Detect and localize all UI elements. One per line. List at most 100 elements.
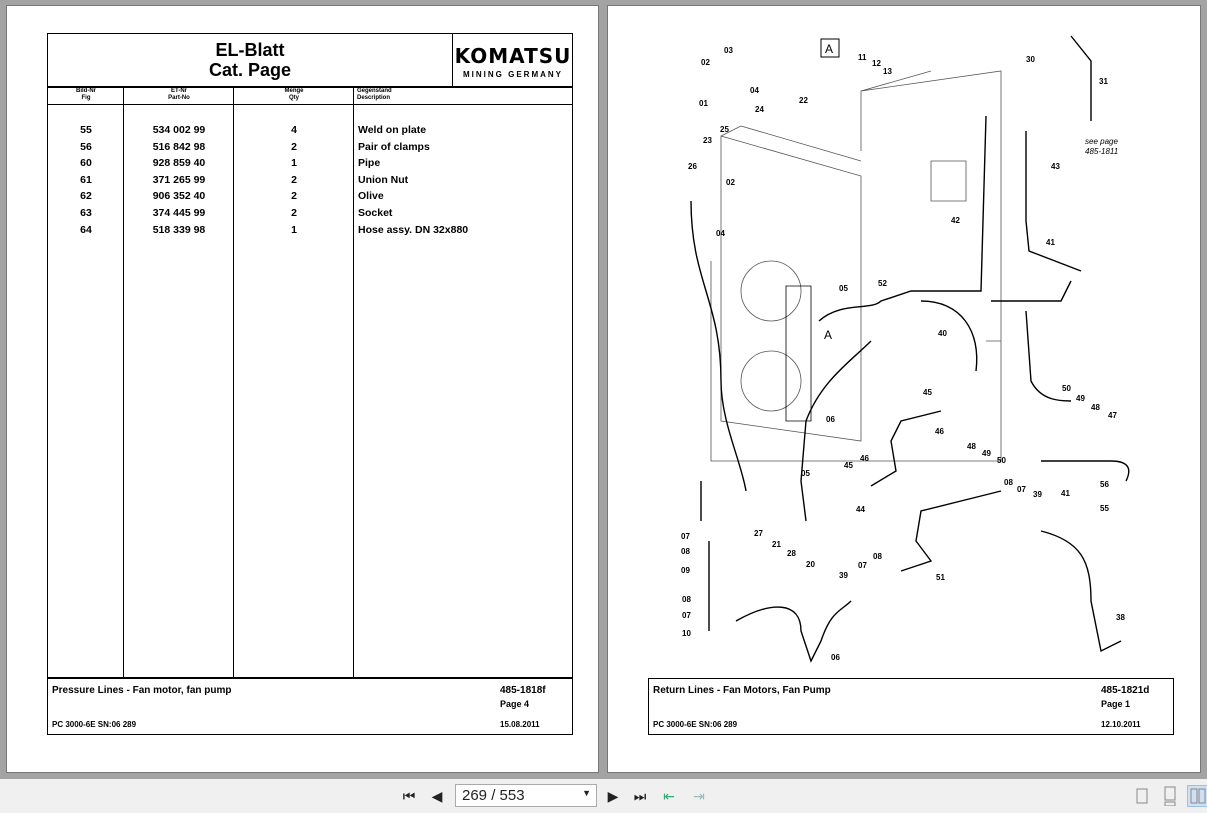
callout-label: 51 xyxy=(936,573,945,582)
cell-qty: 1 xyxy=(291,223,297,236)
single-page-view-icon[interactable] xyxy=(1131,785,1153,807)
callout-label: 08 xyxy=(873,552,882,561)
cell-part: 516 842 98 xyxy=(152,140,206,153)
footer-model: PC 3000-6E SN:06 289 xyxy=(52,720,137,729)
cell-fig: 61 xyxy=(80,173,92,186)
callout-label: 48 xyxy=(967,442,976,451)
callout-label: 23 xyxy=(703,136,712,145)
footer-date: 12.10.2011 xyxy=(1101,720,1141,729)
callout-label: 05 xyxy=(801,469,810,478)
cell-qty: 2 xyxy=(291,173,297,186)
table-row: 63 374 445 99 2 Socket xyxy=(48,207,572,223)
footer-page: Page 4 xyxy=(500,699,530,709)
cell-desc: Pair of clamps xyxy=(358,140,430,153)
cell-desc: Socket xyxy=(358,207,393,219)
callout-label: 04 xyxy=(750,86,759,95)
footer-title: Pressure Lines - Fan motor, fan pump xyxy=(52,685,232,696)
cell-part: 374 445 99 xyxy=(152,207,206,219)
cell-qty: 2 xyxy=(291,140,297,153)
callout-label: 41 xyxy=(1061,489,1070,498)
page-footer: Return Lines - Fan Motors, Fan Pump 485-… xyxy=(648,678,1174,735)
cell-fig: 63 xyxy=(80,207,92,219)
callout-label: 46 xyxy=(935,427,944,436)
cell-part: 371 265 99 xyxy=(152,173,206,186)
callout-label: 46 xyxy=(860,454,869,463)
logo-sub: MINING GERMANY xyxy=(463,70,563,79)
callout-label: A xyxy=(824,328,832,342)
back-view-icon[interactable]: ⇤ xyxy=(663,787,675,804)
viewer-toolbar: ⏮ ◀ 269 / 553 ▼ ▶ ⏭ ⇤ ⇥ xyxy=(0,779,1207,813)
callout-label: 09 xyxy=(681,566,690,575)
callout-label: 50 xyxy=(1062,384,1071,393)
cell-qty: 1 xyxy=(291,157,297,170)
cell-qty: 2 xyxy=(291,207,297,219)
callout-label: 07 xyxy=(858,561,867,570)
callout-label: 22 xyxy=(799,96,808,105)
callout-label: 08 xyxy=(681,547,690,556)
callout-label: 28 xyxy=(787,549,796,558)
callout-label: 02 xyxy=(726,178,735,187)
callout-label: 31 xyxy=(1099,77,1108,86)
callout-label: 05 xyxy=(839,284,848,293)
callout-label: 06 xyxy=(826,415,835,424)
callout-label: 44 xyxy=(856,505,865,514)
callout-label: 43 xyxy=(1051,162,1060,171)
footer-title: Return Lines - Fan Motors, Fan Pump xyxy=(653,685,831,696)
callout-label: 52 xyxy=(878,279,887,288)
prev-page-button[interactable]: ◀ xyxy=(431,787,443,804)
callout-label: 55 xyxy=(1100,504,1109,513)
logo-brand: KOMATSU xyxy=(454,44,572,68)
cell-desc: Union Nut xyxy=(358,173,409,186)
exploded-diagram: 0302040125242223260204111213303143424152… xyxy=(681,35,1130,663)
callout-label: 20 xyxy=(806,560,815,569)
see-page-note: see page xyxy=(1085,137,1118,146)
callout-label: 10 xyxy=(682,629,691,638)
callout-label: 40 xyxy=(938,329,947,338)
see-page-ref: 485-1811 xyxy=(1085,147,1118,156)
forward-view-icon[interactable]: ⇥ xyxy=(693,787,705,804)
cell-part: 534 002 99 xyxy=(152,124,206,136)
callout-label: 39 xyxy=(839,571,848,580)
callout-label: 48 xyxy=(1091,403,1100,412)
callout-label: 50 xyxy=(997,456,1006,465)
footer-model: PC 3000-6E SN:06 289 xyxy=(653,720,738,729)
cell-desc: Olive xyxy=(358,190,384,203)
continuous-view-icon[interactable] xyxy=(1159,785,1181,807)
callout-label: 08 xyxy=(1004,478,1013,487)
title-line2: Cat. Page xyxy=(208,60,292,80)
last-page-button[interactable]: ⏭ xyxy=(633,787,647,804)
cell-desc: Hose assy. DN 32x880 xyxy=(358,223,469,236)
next-page-button[interactable]: ▶ xyxy=(607,787,619,804)
callout-label: 12 xyxy=(872,59,881,68)
two-page-view-icon[interactable] xyxy=(1187,785,1207,807)
cell-part: 928 859 40 xyxy=(152,157,206,170)
callout-label: 45 xyxy=(844,461,853,470)
callout-label: 27 xyxy=(754,529,763,538)
chevron-down-icon: ▼ xyxy=(582,788,591,798)
callout-label: 21 xyxy=(772,540,781,549)
callout-label: 11 xyxy=(858,53,867,62)
table-row: 61 371 265 99 2 Union Nut xyxy=(48,174,572,190)
callout-label: 45 xyxy=(923,388,932,397)
cell-part: 518 339 98 xyxy=(152,223,206,236)
callout-label: 13 xyxy=(883,67,892,76)
callout-label: 25 xyxy=(720,125,729,134)
detail-label: A xyxy=(825,42,833,56)
page-indicator: 269 / 553 xyxy=(462,787,525,804)
cell-part: 906 352 40 xyxy=(152,190,206,203)
cell-fig: 55 xyxy=(80,124,92,136)
first-page-button[interactable]: ⏮ xyxy=(402,787,416,804)
cell-fig: 60 xyxy=(80,157,92,170)
page-selector[interactable]: 269 / 553 ▼ xyxy=(455,784,597,807)
